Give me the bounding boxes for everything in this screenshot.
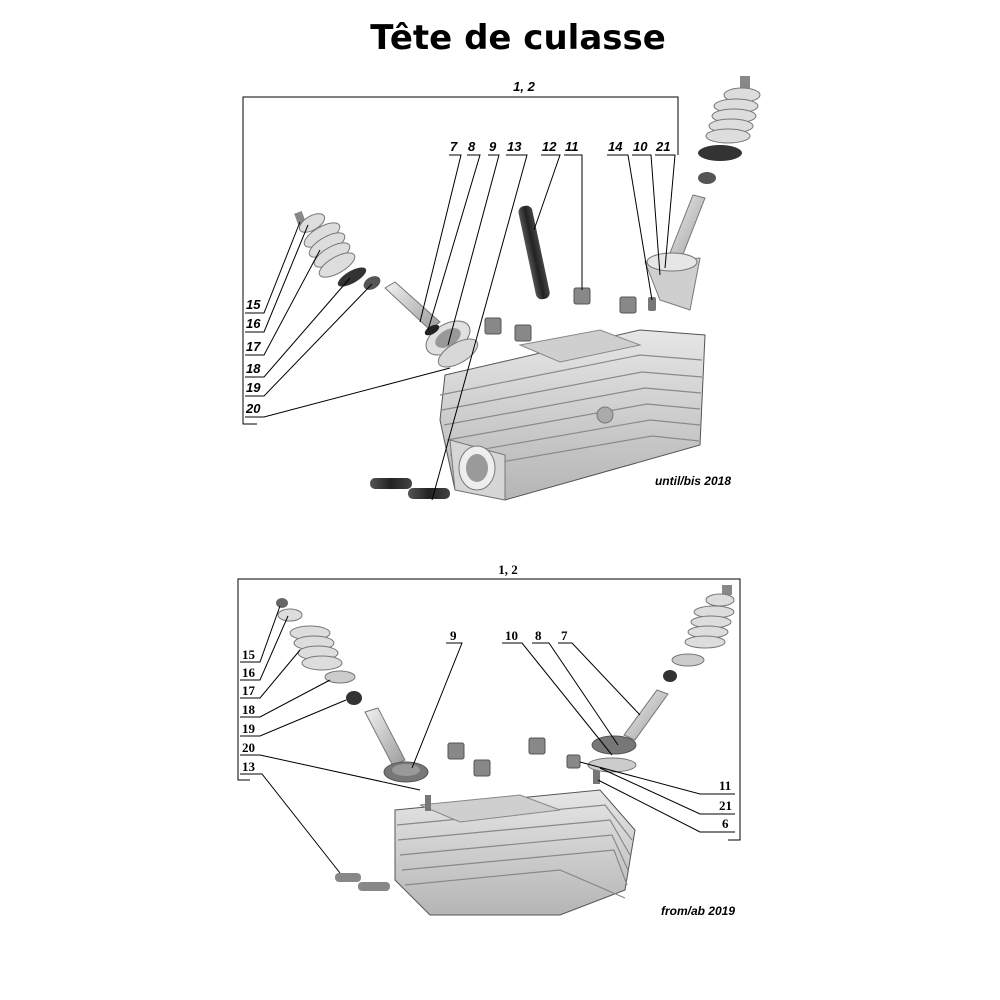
valve-assembly-right — [644, 76, 761, 311]
top-callouts-upper: 7 8 9 13 12 11 14 10 21 — [419, 139, 676, 501]
bottom-caption: from/ab 2019 — [661, 904, 735, 918]
valve-assembly-left-bottom — [276, 598, 429, 783]
callout-label: 8 — [535, 628, 542, 643]
callout-label: 20 — [245, 401, 261, 416]
callout-label: 19 — [246, 380, 261, 395]
callout-label: 8 — [468, 139, 476, 154]
top-caption: until/bis 2018 — [655, 474, 731, 488]
callout-label: 18 — [246, 361, 261, 376]
valve-assembly-right-bottom — [587, 585, 735, 773]
top-bracket: 1, 2 — [242, 79, 679, 425]
top-callouts-left: 15 16 17 18 19 20 — [245, 221, 451, 418]
diagram-top: 1, 2 — [242, 76, 761, 501]
small-parts-top — [370, 205, 656, 499]
callout-label: 13 — [242, 759, 256, 774]
callout-label: 9 — [450, 628, 457, 643]
valve-assembly-left — [294, 210, 479, 368]
callout-label: 21 — [719, 798, 732, 813]
bottom-group-label: 1, 2 — [498, 562, 518, 577]
callout-label: 17 — [242, 683, 256, 698]
callout-label: 6 — [722, 816, 729, 831]
callout-label: 15 — [242, 647, 256, 662]
callout-label: 20 — [242, 740, 255, 755]
top-group-label: 1, 2 — [513, 79, 535, 94]
cylinder-head-top — [439, 329, 706, 501]
callout-label: 16 — [246, 316, 261, 331]
callout-label: 11 — [565, 139, 579, 154]
callout-label: 18 — [242, 702, 256, 717]
bottom-callouts-top: 9 10 8 7 — [411, 628, 641, 769]
bottom-callouts-left: 15 16 17 18 19 20 13 — [240, 605, 421, 874]
bottom-callouts-right: 11 21 6 — [579, 761, 735, 833]
callout-label: 15 — [246, 297, 261, 312]
callout-label: 10 — [633, 139, 648, 154]
callout-label: 9 — [489, 139, 497, 154]
callout-label: 16 — [242, 665, 256, 680]
cylinder-head-bottom — [394, 770, 636, 916]
callout-label: 13 — [507, 139, 522, 154]
callout-label: 14 — [608, 139, 623, 154]
bottom-bracket: 1, 2 — [237, 562, 741, 841]
callout-label: 21 — [655, 139, 670, 154]
callout-label: 12 — [542, 139, 557, 154]
callout-label: 17 — [246, 339, 261, 354]
callout-label: 11 — [719, 778, 731, 793]
small-parts-bottom — [335, 737, 581, 891]
diagram-bottom: 1, 2 — [237, 562, 741, 918]
callout-label: 7 — [561, 628, 568, 643]
page-title: Tête de culasse — [370, 18, 666, 58]
callout-label: 7 — [450, 139, 458, 154]
callout-label: 19 — [242, 721, 256, 736]
callout-label: 10 — [505, 628, 518, 643]
